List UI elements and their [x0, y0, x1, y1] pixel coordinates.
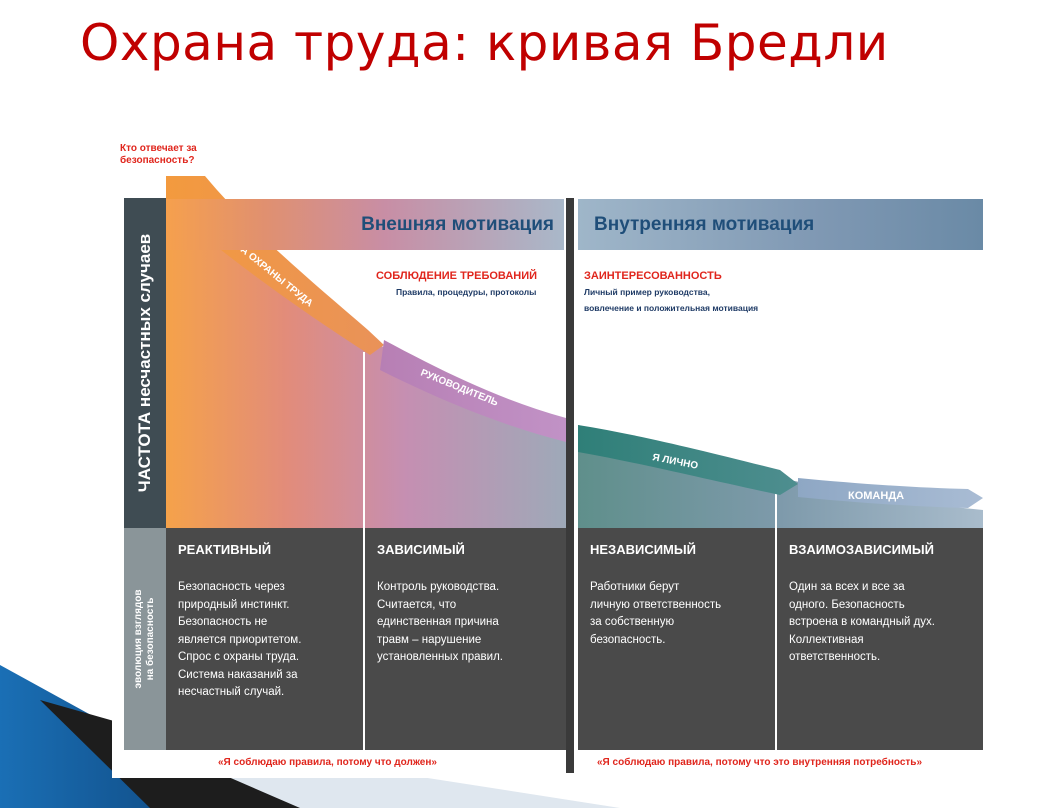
question-line-1: Кто отвечает за [120, 143, 197, 154]
stage-reactive: РЕАКТИВНЫЙ Безопасность через природный … [166, 528, 363, 750]
responsibility-question: Кто отвечает за безопасность? [120, 143, 197, 167]
interest-subtitle-1: Личный пример руководства, [584, 287, 710, 297]
interest-subtitle-2: вовлечение и положительная мотивация [584, 303, 759, 313]
stage-title: РЕАКТИВНЫЙ [178, 542, 272, 557]
stage-title: ВЗАИМОЗАВИСИМЫЙ [789, 542, 934, 557]
stage-dependent: ЗАВИСИМЫЙ Контроль руководства. Считаетс… [365, 528, 566, 750]
y-axis-bottom-line-1: эволюция взглядов [133, 589, 144, 689]
footer-right-quote: «Я соблюдаю правила, потому что это внут… [597, 757, 922, 768]
external-motivation-header: Внешняя мотивация [166, 199, 564, 250]
band-personal [578, 425, 798, 495]
y-axis-top-label: ЧАСТОТА несчастных случаев [135, 233, 154, 493]
stage-title: ЗАВИСИМЫЙ [377, 542, 465, 557]
left-area [166, 180, 566, 528]
y-axis-bottom-label: эволюция взглядов на безопасность [133, 589, 157, 688]
stage-independent: НЕЗАВИСИМЫЙ Работники берут личную ответ… [578, 528, 775, 750]
band-manager [380, 340, 566, 442]
band-label-team: КОМАНДА [848, 490, 904, 502]
compliance-subtitle: Правила, процедуры, протоколы [396, 287, 537, 297]
stage-interdependent: ВЗАИМОЗАВИСИМЫЙ Один за всех и все за од… [777, 528, 983, 750]
compliance-title: СОБЛЮДЕНИЕ ТРЕБОВАНИЙ [376, 270, 538, 282]
stage-description: Контроль руководства. Считается, что еди… [377, 581, 503, 663]
question-line-2: безопасность? [120, 155, 195, 166]
stage-description: Безопасность через природный инстинкт. Б… [178, 581, 302, 698]
stage-description: Один за всех и все за одного. Безопаснос… [789, 581, 935, 663]
footer-left-quote: «Я соблюдаю правила, потому что должен» [218, 757, 437, 768]
stage-description: Работники берут личную ответственность з… [590, 581, 722, 646]
stage-title: НЕЗАВИСИМЫЙ [590, 542, 696, 557]
band-team [798, 478, 983, 508]
y-axis-evolution: эволюция взглядов на безопасность [124, 528, 166, 750]
y-axis-accident-frequency: ЧАСТОТА несчастных случаев [124, 198, 166, 528]
y-axis-bottom-line-2: на безопасность [145, 597, 156, 681]
internal-motivation-header: Внутренняя мотивация [578, 199, 983, 250]
slide-title: Охрана труда: кривая Бредли [80, 14, 889, 72]
interest-title: ЗАИНТЕРЕСОВАННОСТЬ [584, 270, 722, 282]
motivation-divider [566, 198, 574, 773]
